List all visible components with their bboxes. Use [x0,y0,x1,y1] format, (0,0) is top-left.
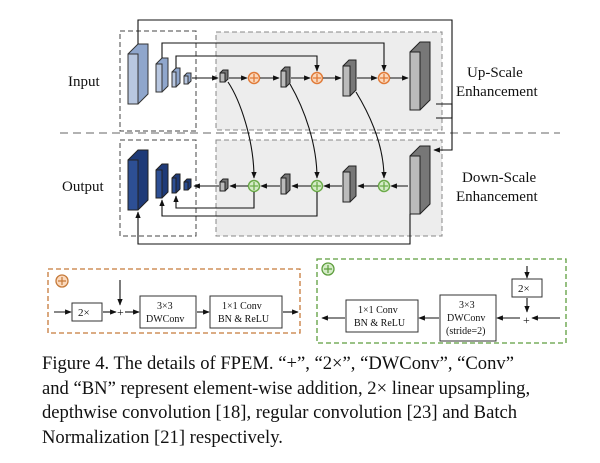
upscale-dwconv-box [139,295,197,329]
down-scale-label-1: Down-Scale [462,170,536,186]
caption-line-2: and “BN” represent element-wise addition… [42,377,531,399]
input-feature-pyramid [127,43,192,105]
downscale-conv-box [345,299,419,333]
caption-line-1: Figure 4. The details of FPEM. “+”, “2×”… [42,353,514,374]
upscale-2x-box [71,302,103,322]
downscale-dwconv-line1: 3×3 [459,300,475,311]
upscale-conv-line1: 1×1 Conv [222,301,262,312]
upscale-arrows [137,19,453,119]
upscale-feature-maps [219,41,431,111]
upscale-plus-text: + [117,305,124,319]
upscale-conv-box [209,295,283,329]
down-scale-label-2: Enhancement [456,189,538,205]
caption-line-4: Normalization [21] respectively. [42,426,283,448]
up-scale-label-2: Enhancement [456,84,538,100]
downscale-detail-block: 2× + 3×3 DWConv (stride=2) 1×1 Conv BN &… [316,258,567,344]
downscale-2x-box [511,278,543,298]
downscale-conv-line1: 1×1 Conv [358,305,398,316]
caption-line-3: depthwise convolution [18], regular conv… [42,402,518,423]
input-label: Input [68,74,100,90]
downscale-add-nodes [247,179,391,193]
downscale-dwconv-box [439,294,497,342]
downscale-conv-line2: BN & ReLU [354,318,406,329]
downscale-dwconv-line3: (stride=2) [446,326,486,337]
downscale-plus-text: + [523,313,530,327]
up-scale-label-1: Up-Scale [467,65,523,81]
upscale-detail-block: 2× + 3×3 DWConv 1×1 Conv BN & ReLU [47,268,301,334]
downscale-dwconv-line2: DWConv [447,313,485,324]
output-feature-pyramid [127,149,192,211]
downscale-2x-text: 2× [518,283,530,295]
downscale-arrows [135,81,453,245]
upscale-dwconv-line2: DWConv [146,314,184,325]
figure-caption: Figure 4. The details of FPEM. “+”, “2×”… [42,352,582,450]
output-label: Output [62,179,105,195]
downscale-feature-maps [219,145,431,215]
upscale-add-nodes [247,71,391,85]
upscale-dwconv-line1: 3×3 [157,301,173,312]
upscale-conv-line2: BN & ReLU [218,314,270,325]
upscale-2x-text: 2× [78,307,90,319]
